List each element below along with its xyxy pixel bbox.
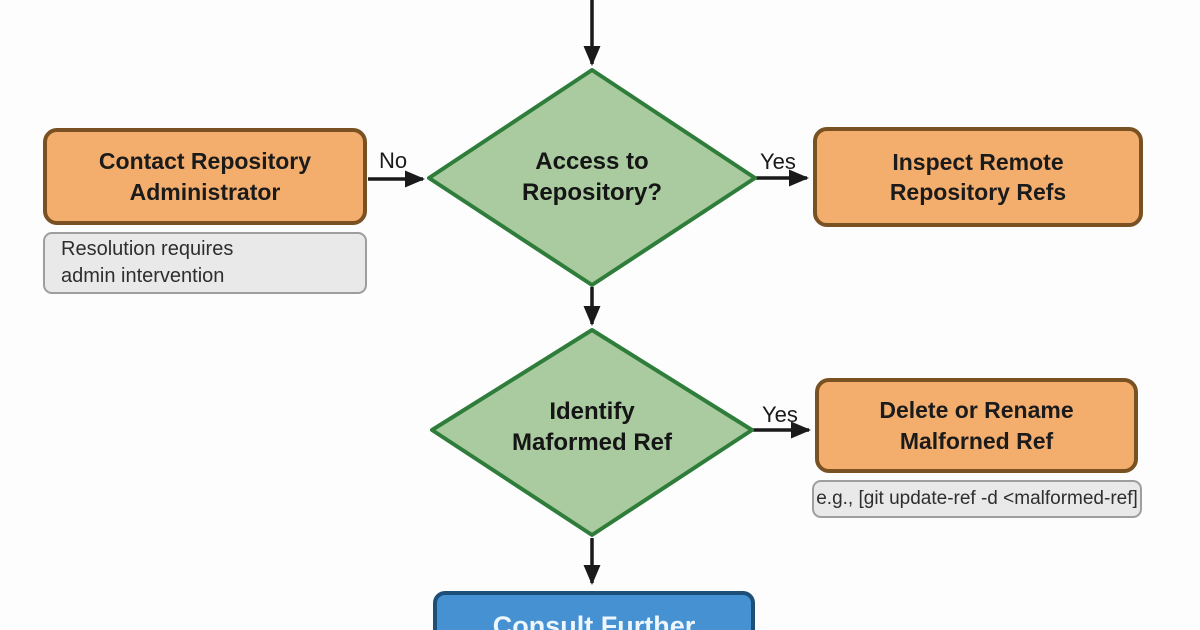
process-box-contact-admin-line2: Administrator [129, 178, 281, 205]
note-box-git-command-text: e.g., [git update-ref -d <malformed-ref] [816, 488, 1138, 510]
decision-label-identify-ref: Identify Maformed Ref [472, 397, 712, 458]
decision-diamond-identify-ref [430, 328, 754, 537]
edge-label-no: No [379, 148, 408, 173]
note-box-admin-intervention-line2: admin intervention [61, 265, 225, 287]
note-box-git-command: e.g., [git update-ref -d <malformed-ref] [812, 480, 1142, 518]
terminal-box-consult-further-text: Consult Further [492, 611, 696, 630]
process-box-inspect-remote-line1: Inspect Remote [892, 148, 1064, 175]
decision-label-access-line1: Access to [535, 148, 649, 175]
decision-diamond-access-repository [427, 68, 757, 287]
decision-label-access-repository: Access to Repository? [492, 147, 692, 208]
process-box-inspect-remote: Inspect Remote Repository Refs [813, 127, 1143, 227]
process-box-inspect-remote-line2: Repository Refs [889, 179, 1067, 205]
process-box-delete-rename-line1: Delete or Rename [879, 397, 1074, 424]
decision-label-access-line2: Repository? [521, 178, 662, 206]
process-box-delete-rename-line2: Malforned Ref [899, 427, 1054, 454]
note-box-admin-intervention-line1: Resolution requires [61, 238, 234, 260]
process-box-delete-rename: Delete or Rename Malforned Ref [815, 378, 1138, 473]
edge-label-yes-bottom: Yes [762, 402, 798, 427]
process-box-contact-admin: Contact Repository Administrator [43, 128, 367, 225]
decision-label-identify-line1: Identify [549, 398, 635, 425]
terminal-box-consult-further: Consult Further [433, 591, 755, 630]
process-box-contact-admin-line1: Contact Repository [98, 148, 312, 175]
note-box-admin-intervention: Resolution requires admin intervention [43, 232, 367, 294]
decision-label-identify-line2: Maformed Ref [511, 428, 673, 456]
edge-label-yes-top: Yes [760, 149, 796, 174]
